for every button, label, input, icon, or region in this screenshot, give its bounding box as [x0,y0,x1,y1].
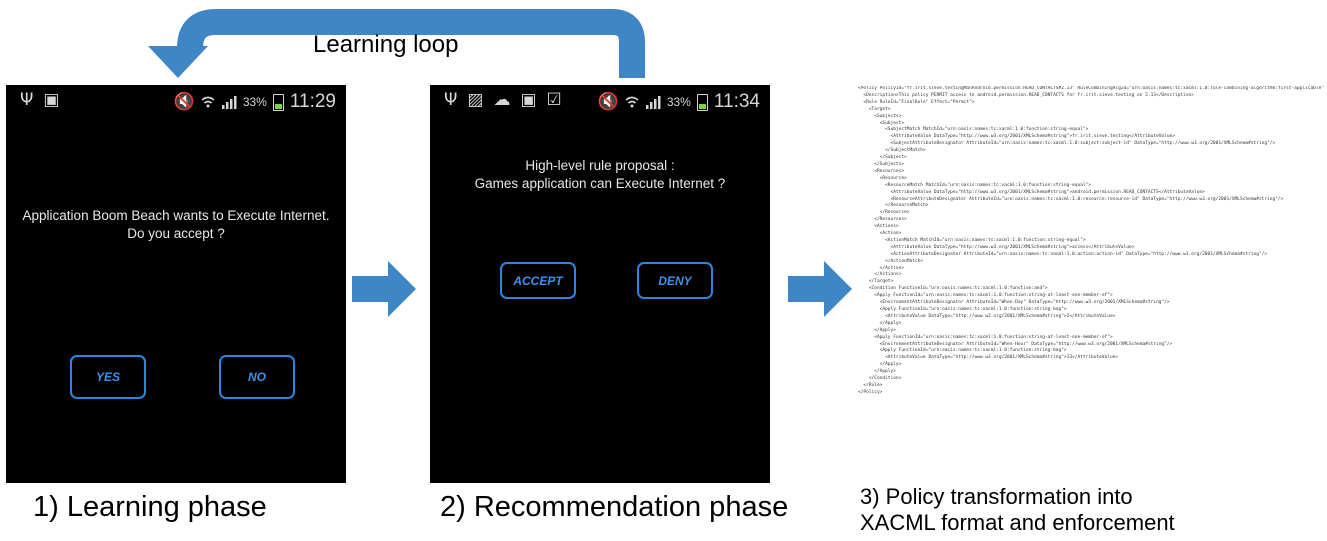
status-bar: Ψ ▨ ☁ ▣ ☑ 🔇 33% 11:34 [430,85,770,115]
xml-line: <SubjectAttributeDesignator AttributeId=… [858,141,1276,147]
xml-line: </Apply> [858,327,896,333]
xml-line: </Action> [858,265,905,271]
caption-recommendation-phase: 2) Recommendation phase [440,491,789,523]
xml-line: <Condition FunctionId="urn:oasis:names:t… [858,286,1048,292]
xml-line: </SubjectMatch> [858,148,926,154]
caption-line-2: XACML format and enforcement [860,510,1175,535]
caption-learning-phase: 1) Learning phase [33,491,267,523]
xml-line: <Policy PolicyId="fr.irit.sieve.testingM… [858,86,1324,91]
xml-line: <Resource> [858,175,907,181]
xml-line: </Apply> [858,369,896,375]
xml-line: </Subject> [858,155,907,161]
xml-line: </ActionMatch> [858,258,924,264]
signal-icon [645,96,661,109]
prompt-line-1: High-level rule proposal : [525,158,675,173]
status-time: 11:34 [713,91,760,112]
learning-loop-label: Learning loop [313,31,459,58]
xml-line: <EnvironmentAttributeDesignator Attribut… [858,341,1173,347]
xml-line: <Description>This policy PERMIT access t… [858,92,1194,98]
xml-line: <Apply FunctionId="urn:oasis:names:tc:xa… [858,307,1067,312]
prompt-line-2: Games application can Execute Internet ? [474,176,726,191]
phone-recommendation-screen: Ψ ▨ ☁ ▣ ☑ 🔇 33% 11:34 High-level rule pr… [430,85,770,483]
xml-line: </Target> [858,279,894,285]
xml-line: </Apply> [858,320,902,326]
xml-line: <Actions> [858,224,899,230]
wifi-icon [201,96,215,108]
xml-line: <SubjectMatch MatchId="urn:oasis:names:t… [858,127,1089,133]
wifi-icon [625,96,639,108]
xml-line: <Subject> [858,120,905,126]
xml-line: </Condition> [858,376,902,382]
status-time: 11:29 [289,91,336,112]
xml-line: <Apply FunctionId="urn:oasis:names:tc:xa… [858,293,1113,299]
xml-line: <Target> [858,106,891,112]
battery-percent: 33% [242,95,267,109]
no-button[interactable]: NO [219,355,295,399]
mute-icon: 🔇 [597,92,619,112]
caption-policy-transformation: 3) Policy transformation into XACML form… [860,484,1175,536]
xml-line: </Rule> [858,382,883,388]
xml-line: </Subjects> [858,161,905,167]
xml-line: <Subjects> [858,113,902,119]
notification-icon: ▣ [43,90,60,110]
prompt-line-2: Do you accept ? [127,226,225,241]
xml-line: <ActionMatch MatchId="urn:oasis:names:tc… [858,237,1086,243]
battery-percent: 33% [666,95,691,109]
xml-line: <AttributeValue DataType="http://www.w3.… [858,313,1116,319]
xml-line: </Resources> [858,217,907,223]
learning-loop-arrow [148,9,645,78]
permission-prompt: Application Boom Beach wants to Execute … [6,207,346,243]
battery-icon [696,93,708,111]
xml-line: </Policy> [858,389,883,395]
flow-arrow-1 [352,261,416,317]
xml-line: <ActionAttributeDesignator AttributeId="… [858,251,1268,257]
clipboard-check-icon: ☑ [546,90,562,110]
phone-learning-screen: Ψ ▣ 🔇 33% 11:29 Application Boom Beach w… [6,85,346,483]
xml-line: <Rule RuleId="FinalRule" Effect="Permit"… [858,99,975,105]
xml-line: </Apply> [858,362,902,368]
accept-button[interactable]: ACCEPT [500,262,576,299]
prompt-line-1: Application Boom Beach wants to Execute … [22,208,330,223]
xml-line: <AttributeValue DataType="http://www.w3.… [858,134,1175,140]
rule-proposal-prompt: High-level rule proposal : Games applica… [430,157,770,193]
flow-arrow-2 [788,261,852,317]
xml-line: <AttributeValue DataType="http://www.w3.… [858,355,1119,361]
xml-line: <AttributeValue DataType="http://www.w3.… [858,189,1205,195]
signal-icon [221,96,237,109]
xml-line: </Actions> [858,272,902,278]
xml-line: <ResourceAttributeDesignator AttributeId… [858,196,1284,202]
xml-line: <Resources> [858,168,905,174]
xml-line: <EnvironmentAttributeDesignator Attribut… [858,300,1170,306]
xml-line: <AttributeValue DataType="http://www.w3.… [858,244,1135,250]
xml-line: <ResourceMatch MatchId="urn:oasis:names:… [858,182,1091,188]
deny-button[interactable]: DENY [637,262,713,299]
xml-line: </ResourceMatch> [858,203,929,209]
xacml-policy-document: <Policy PolicyId="fr.irit.sieve.testingM… [858,86,1324,406]
usb-icon: Ψ [20,90,34,110]
image-icon: ▨ [467,90,484,110]
usb-icon: Ψ [444,90,458,110]
xml-line: <Apply FunctionId="urn:oasis:names:tc:xa… [858,334,1113,340]
xml-line: <Action> [858,231,902,237]
mute-icon: 🔇 [173,92,195,112]
xml-line: </Resource> [858,210,910,216]
yes-button[interactable]: YES [70,355,146,399]
xml-line: <Apply FunctionId="urn:oasis:names:tc:xa… [858,348,1067,354]
status-bar: Ψ ▣ 🔇 33% 11:29 [6,85,346,115]
caption-line-1: 3) Policy transformation into [860,484,1133,509]
battery-icon [272,93,284,111]
cloud-upload-icon: ☁ [493,90,511,110]
notification-icon: ▣ [520,90,537,110]
